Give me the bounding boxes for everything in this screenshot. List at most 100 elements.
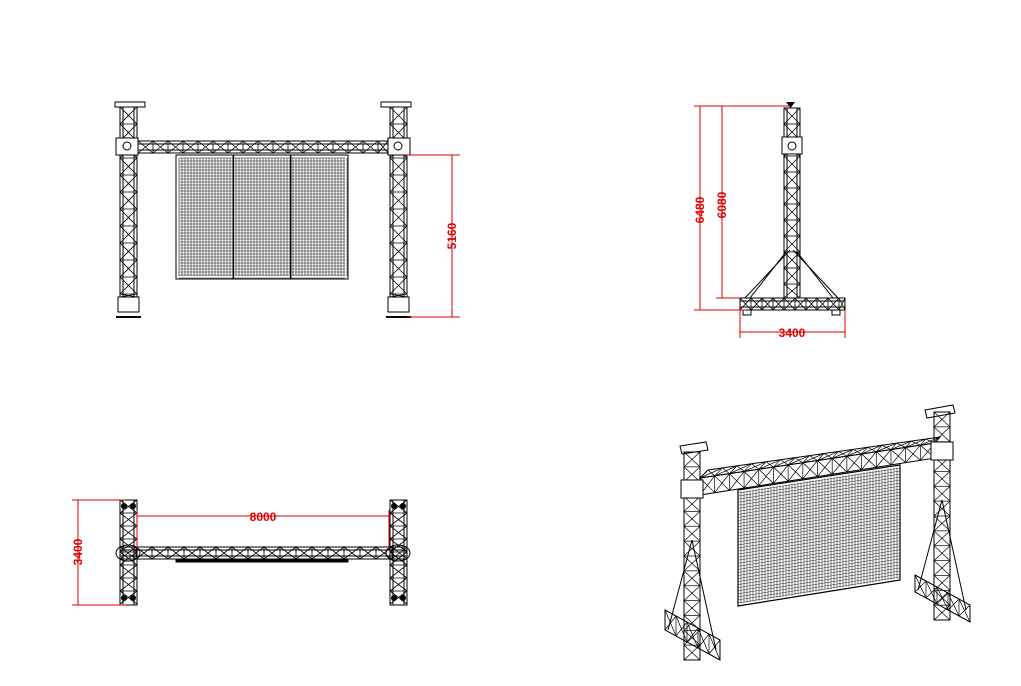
line-work	[699, 469, 709, 479]
line-work	[758, 459, 781, 470]
line-work	[389, 225, 408, 244]
line-work	[802, 455, 810, 463]
line-work	[737, 485, 901, 512]
truss-beam	[698, 436, 942, 479]
line-work	[743, 461, 767, 472]
line-work	[737, 501, 901, 527]
line-work	[389, 525, 408, 540]
line-work	[737, 555, 901, 582]
line-work	[920, 438, 926, 446]
line-work	[347, 140, 364, 154]
base-truss	[914, 574, 971, 623]
line-work	[212, 140, 229, 154]
sleeve-block	[385, 544, 411, 562]
line-work	[933, 560, 951, 576]
foot-pad	[400, 595, 406, 601]
line-work	[737, 489, 901, 515]
line-work	[119, 525, 138, 540]
line-work	[772, 297, 785, 311]
line-work	[389, 564, 408, 579]
line-work	[890, 447, 906, 466]
top-plate	[380, 101, 412, 108]
line-work	[805, 297, 818, 311]
line-work	[846, 446, 868, 457]
line-work	[787, 457, 796, 466]
line-work	[947, 598, 960, 611]
line-work	[375, 546, 393, 560]
line-work	[743, 469, 760, 489]
line-work	[729, 465, 738, 474]
line-work	[119, 191, 138, 210]
line-work	[737, 473, 901, 500]
corner-block	[930, 441, 954, 461]
line-work	[783, 219, 801, 237]
line-work	[295, 546, 313, 560]
line-work	[737, 498, 901, 524]
line-work	[714, 465, 738, 477]
line-work	[167, 546, 185, 560]
line-work	[773, 457, 796, 468]
line-work	[683, 555, 701, 572]
line-work	[846, 449, 854, 457]
screen-plan	[175, 558, 349, 563]
hinge	[787, 141, 797, 151]
line-work	[802, 460, 818, 480]
top-plate	[114, 101, 146, 108]
top-cap	[786, 102, 795, 108]
hinge	[393, 141, 403, 151]
line-work	[708, 639, 721, 655]
foot-pad	[391, 595, 397, 601]
line-work	[737, 549, 901, 576]
truss-tower	[933, 411, 951, 621]
dimension-front-height: 5160	[407, 154, 460, 318]
line-work	[890, 442, 897, 450]
led-screen	[737, 464, 901, 607]
line-work	[119, 208, 138, 227]
line-work	[119, 106, 138, 125]
line-work	[119, 499, 138, 514]
line-work	[197, 140, 214, 154]
line-work	[215, 546, 233, 560]
line-work	[377, 140, 389, 154]
line-work	[744, 249, 791, 299]
line-work	[683, 540, 701, 557]
corner-block	[115, 137, 139, 156]
line-work	[827, 297, 840, 311]
line-work	[691, 539, 717, 651]
line-work	[119, 259, 138, 278]
line-work	[137, 140, 154, 154]
dimension-label: 6080	[715, 191, 729, 218]
truss-tower	[119, 106, 138, 298]
line-work	[737, 564, 901, 591]
line-work	[119, 564, 138, 579]
line-work	[697, 633, 710, 649]
line-work	[151, 546, 169, 560]
line-work	[317, 140, 334, 154]
line-work	[783, 107, 801, 125]
truss-beam	[137, 140, 389, 154]
line-work	[737, 537, 901, 564]
line-work	[933, 426, 951, 442]
line-work	[737, 573, 901, 601]
line-work	[389, 590, 408, 605]
line-work	[737, 467, 901, 494]
line-work	[664, 615, 677, 631]
line-work	[875, 449, 892, 468]
line-work	[920, 436, 941, 446]
line-work	[737, 516, 901, 543]
foot-pad	[130, 595, 136, 601]
line-work	[749, 251, 787, 299]
line-work	[832, 449, 854, 459]
line-work	[389, 157, 408, 176]
line-work	[119, 512, 138, 527]
line-work	[231, 546, 249, 560]
top-plate	[924, 404, 956, 419]
line-work	[327, 546, 345, 560]
line-work	[846, 453, 862, 473]
line-work	[152, 140, 169, 154]
line-work	[783, 267, 801, 285]
line-work	[783, 283, 801, 299]
line-work	[933, 530, 951, 546]
line-work	[917, 499, 943, 591]
